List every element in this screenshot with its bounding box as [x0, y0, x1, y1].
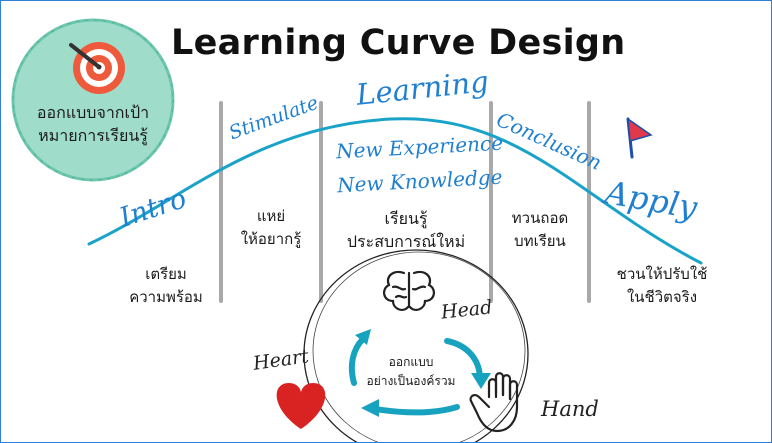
goal-badge-ring: [12, 19, 174, 181]
stage-desc-apply: ชวนให้ปรับใช้ ในชีวิตจริง: [597, 263, 727, 309]
stage-desc-learning-line1: เรียนรู้: [384, 209, 428, 228]
goal-line-1: ออกแบบจากเป้า: [36, 103, 150, 122]
cycle-arrow-left: [348, 329, 371, 386]
stage-desc-conclusion-line2: บทเรียน: [514, 232, 566, 250]
cycle-outer-circle: [303, 249, 529, 442]
stage-desc-apply-line1: ชวนให้ปรับใช้: [616, 265, 708, 283]
stage-desc-apply-line2: ในชีวิตจริง: [626, 288, 698, 306]
divider-conclusion-apply: [587, 101, 591, 303]
page-title: Learning Curve Design: [171, 23, 626, 63]
target-icon: [69, 42, 125, 94]
stage-desc-stimulate-line1: แหย่: [256, 207, 286, 225]
stage-desc-intro: เตรียม ความพร้อม: [116, 263, 216, 309]
cycle-arrow-right: [444, 338, 491, 389]
cycle-center-line1: ออกแบบ: [388, 355, 434, 369]
divider-stimulate-learning: [319, 101, 323, 303]
cycle-center-text: ออกแบบ อย่างเป็นองค์รวม: [356, 353, 466, 391]
stage-desc-stimulate-line2: ให้อยากรู้: [240, 230, 302, 248]
stage-desc-learning-line2: ประสบการณ์ใหม่: [346, 232, 466, 251]
cycle-arrow-bottom: [361, 399, 460, 417]
cycle-label-hand: Hand: [541, 397, 599, 421]
goal-line-2: หมายการเรียนรู้: [38, 126, 148, 145]
brain-icon: [383, 270, 435, 311]
goal-badge: ออกแบบจากเป้า หมายการเรียนรู้: [13, 39, 173, 171]
stage-desc-learning: เรียนรู้ ประสบการณ์ใหม่: [323, 207, 489, 253]
stage-desc-intro-line2: ความพร้อม: [129, 288, 203, 306]
divider-learning-conclusion: [489, 101, 493, 303]
stage-desc-conclusion: ทวนถอด บทเรียน: [493, 207, 587, 253]
flag-icon: [626, 117, 653, 159]
divider-intro-stimulate: [219, 101, 223, 303]
hand-icon: [469, 372, 519, 433]
stage-desc-stimulate: แหย่ ให้อยากรู้: [223, 205, 319, 251]
stage-desc-intro-line1: เตรียม: [145, 265, 187, 283]
heart-icon: [276, 383, 326, 429]
stage-desc-conclusion-line1: ทวนถอด: [511, 209, 569, 227]
cycle-center-line2: อย่างเป็นองค์รวม: [366, 374, 456, 388]
learning-curve-line: [87, 117, 703, 265]
cycle-inner-circle: [312, 251, 526, 442]
